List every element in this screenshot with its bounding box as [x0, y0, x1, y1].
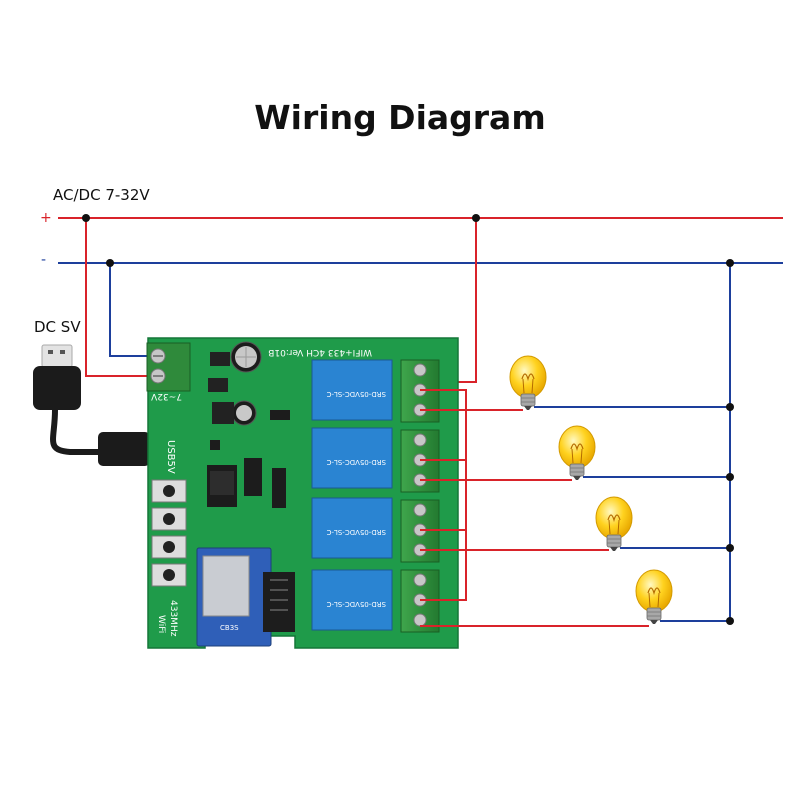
bulb-icon — [509, 355, 547, 411]
svg-text:SRD-05VDC-SL-C: SRD-05VDC-SL-C — [327, 528, 386, 536]
relay-board: WIFI+433 4CH Ver:01B 7~32V USB5V — [146, 337, 459, 649]
relay-1: SRD-05VDC-SL-C — [311, 359, 393, 421]
svg-text:CB3S: CB3S — [220, 624, 239, 632]
board-buttons — [151, 479, 187, 587]
svg-text:433MHz: 433MHz — [168, 600, 178, 637]
usb-power-label: DC SV — [34, 318, 81, 336]
bulb-icon — [595, 496, 633, 552]
power-supply-label: AC/DC 7-32V — [53, 186, 150, 204]
negative-junction — [106, 259, 114, 267]
bulb-icon — [635, 569, 673, 625]
relay-3: SRD-05VDC-SL-C — [311, 497, 393, 559]
svg-text:SRD-05VDC-SL-C: SRD-05VDC-SL-C — [327, 600, 386, 608]
positive-feed-wire — [85, 218, 158, 377]
relay-2: SRD-05VDC-SL-C — [311, 427, 393, 489]
board-model-text: WIFI+433 4CH Ver:01B — [268, 347, 372, 357]
svg-text:USB5V: USB5V — [165, 440, 176, 474]
relay-4: SRD-05VDC-SL-C — [311, 569, 393, 631]
bulb-icon — [558, 425, 596, 481]
svg-text:SRD-05VDC-SL-C: SRD-05VDC-SL-C — [327, 390, 386, 398]
relay-feed-junction — [472, 214, 480, 222]
svg-text:WiFi: WiFi — [156, 615, 166, 633]
usb-cable — [33, 344, 165, 466]
negative-feed-wire — [109, 263, 158, 357]
svg-text:SRD-05VDC-SL-C: SRD-05VDC-SL-C — [327, 458, 386, 466]
svg-text:7~32V: 7~32V — [150, 391, 182, 401]
diagram-title: Wiring Diagram — [254, 98, 546, 137]
positive-rail-label: + — [40, 210, 52, 226]
common-daisy-chain — [420, 389, 467, 601]
negative-rail-label: - — [41, 252, 47, 268]
positive-junction — [82, 214, 90, 222]
